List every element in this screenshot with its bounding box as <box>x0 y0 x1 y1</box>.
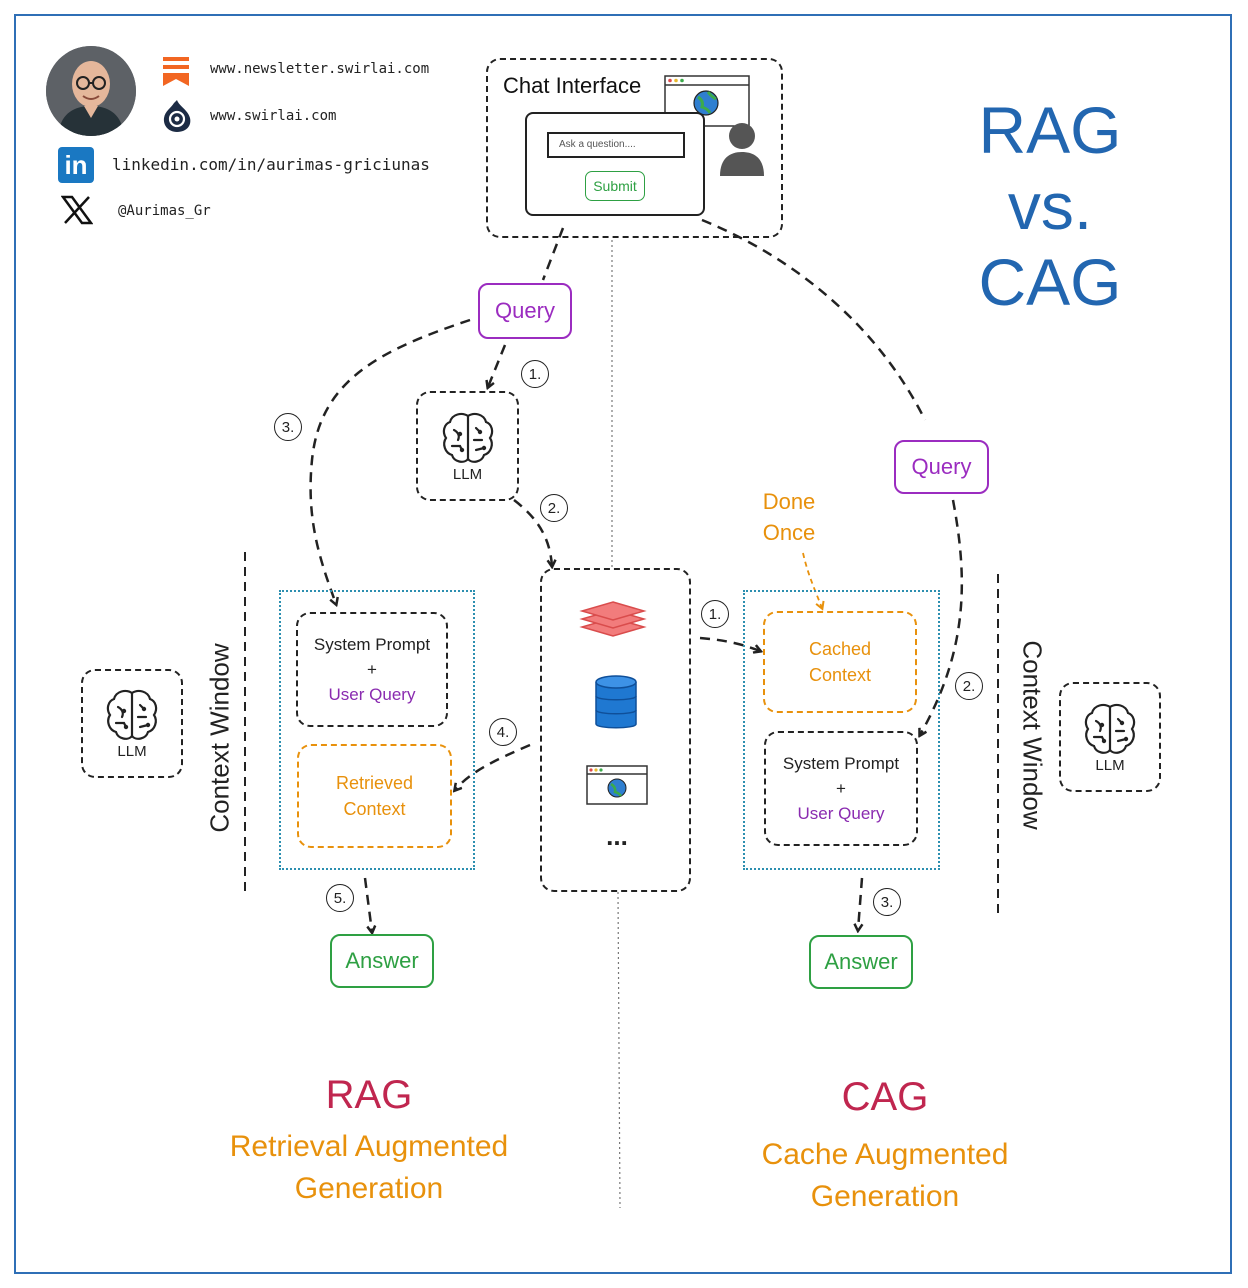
rag-step-1: 1. <box>521 360 549 388</box>
chat-interface-box <box>486 58 783 238</box>
cag-name: CAG <box>841 1075 929 1119</box>
rag-context-window-label: Context Window <box>204 643 235 833</box>
website-link[interactable]: www.swirlai.com <box>210 108 337 124</box>
cag-context-window-label: Context Window <box>1017 640 1048 830</box>
database-icon <box>595 675 637 729</box>
submit-button[interactable]: Submit <box>585 171 645 201</box>
cag-step-3: 3. <box>873 888 901 916</box>
retrieved-context-box: Retrieved Context <box>297 744 452 848</box>
linkedin-icon: in <box>58 147 94 183</box>
rag-step-2: 2. <box>540 494 568 522</box>
rag-prompt-box: System Prompt + User Query <box>296 612 448 727</box>
cag-query-box: Query <box>894 440 989 494</box>
rag-plus: + <box>367 660 377 679</box>
rag-step-4: 4. <box>489 718 517 746</box>
newsletter-link[interactable]: www.newsletter.swirlai.com <box>210 61 430 77</box>
rag-step-5: 5. <box>326 884 354 912</box>
cached-line2: Context <box>808 665 872 685</box>
layers-icon <box>579 601 647 637</box>
cag-answer-box: Answer <box>809 935 913 989</box>
cag-context-llm-label: LLM <box>1095 756 1125 774</box>
cached-context-box: Cached Context <box>763 611 917 713</box>
cag-full-line2: Generation <box>810 1180 960 1213</box>
more-sources-ellipsis: ... <box>606 821 628 851</box>
retrieved-line1: Retrieved <box>335 773 414 793</box>
rag-context-llm-box: LLM <box>81 669 183 778</box>
done-once-arrow <box>802 552 822 608</box>
brain-icon <box>106 689 158 740</box>
cag-query-to-prompt-arrow <box>920 499 964 735</box>
brain-icon <box>442 412 493 463</box>
cag-plus: + <box>836 779 846 798</box>
title-rag: RAG <box>978 93 1122 167</box>
rag-system-prompt: System Prompt <box>313 635 431 654</box>
rag-full-line2: Generation <box>294 1172 444 1205</box>
linkedin-link[interactable]: linkedin.com/in/aurimas-griciunas <box>112 155 430 174</box>
user-icon <box>720 123 764 176</box>
rag-full-line1: Retrieval Augmented <box>229 1130 509 1163</box>
datastore-box <box>540 568 691 892</box>
query-to-llm-arrow <box>488 344 507 387</box>
rag-llm-label: LLM <box>452 465 483 483</box>
rag-context-llm-label: LLM <box>117 743 147 760</box>
retrieved-line2: Context <box>343 799 406 819</box>
chat-interface-title: Chat Interface <box>503 73 642 98</box>
substack-icon <box>163 57 189 86</box>
rag-answer-box: Answer <box>330 934 434 988</box>
rag-context-window <box>279 590 475 870</box>
datastore-to-cached-arrow <box>699 636 760 651</box>
cag-heading: CAG Cache Augmented Generation <box>735 1070 1035 1218</box>
cag-context-llm-box: LLM <box>1059 682 1161 792</box>
web-page-icon <box>586 765 648 805</box>
cag-user-query: User Query <box>797 804 885 823</box>
rag-heading: RAG Retrieval Augmented Generation <box>200 1068 538 1210</box>
cag-prompt-box: System Prompt + User Query <box>764 731 918 846</box>
cag-context-window <box>743 590 940 870</box>
done-once-note: Done Once <box>748 486 830 548</box>
rag-user-query: User Query <box>328 685 416 704</box>
query-to-prompt-arrow <box>309 318 471 604</box>
cag-step-1: 1. <box>701 600 729 628</box>
divider-bottom <box>617 891 621 1209</box>
rag-to-answer-arrow <box>363 877 372 932</box>
title-vs: vs. <box>1007 169 1093 243</box>
chat-window: Ask a question.... Submit <box>525 112 705 216</box>
rag-step-3: 3. <box>274 413 302 441</box>
cag-step-2: 2. <box>955 672 983 700</box>
cag-to-answer-arrow <box>858 877 862 930</box>
done-line2: Once <box>762 520 816 545</box>
brain-icon <box>1084 703 1136 754</box>
avatar <box>46 46 136 136</box>
question-input[interactable]: Ask a question.... <box>547 132 685 158</box>
cag-system-prompt: System Prompt <box>782 754 900 773</box>
outer-frame <box>14 14 1232 1274</box>
rag-llm-box: LLM <box>416 391 519 501</box>
x-icon <box>61 195 93 225</box>
title-cag: CAG <box>978 245 1122 319</box>
cached-line1: Cached <box>808 639 872 659</box>
cag-full-line1: Cache Augmented <box>761 1138 1009 1171</box>
x-handle-link[interactable]: @Aurimas_Gr <box>118 203 211 219</box>
swirl-icon <box>163 100 191 132</box>
llm-to-datastore-arrow <box>513 499 552 566</box>
rag-query-box: Query <box>478 283 572 339</box>
rag-name: RAG <box>325 1073 413 1117</box>
page-title: RAG vs. CAG <box>960 92 1140 320</box>
done-line1: Done <box>762 489 816 514</box>
chat-to-cag-query-arrow <box>701 218 927 421</box>
